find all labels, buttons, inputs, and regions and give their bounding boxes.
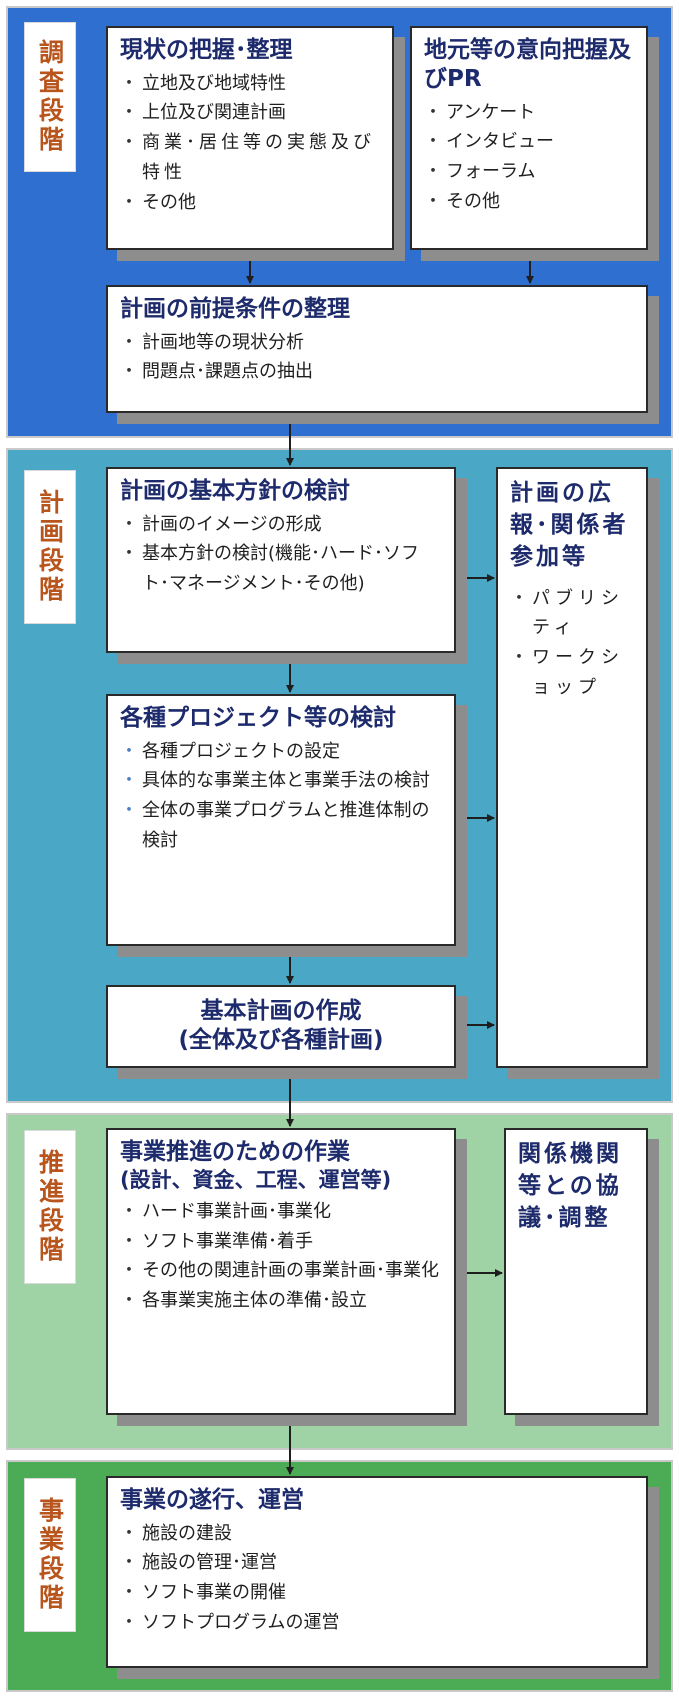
list-item: その他: [120, 188, 380, 218]
list-item: 基本方針の検討(機能･ハード･ソフト･マネージメント･その他): [120, 539, 442, 598]
list-item: パブリシティ: [510, 584, 634, 643]
list-item: フォーラム: [424, 157, 634, 187]
basic-policy-box: 計画の基本方針の検討 計画のイメージの形成 基本方針の検討(機能･ハード･ソフト…: [106, 467, 456, 653]
list-item: その他: [424, 187, 634, 217]
local-intent-list: アンケート インタビュー フォーラム その他: [424, 98, 634, 217]
projects-title: 各種プロジェクト等の検討: [120, 705, 396, 731]
publicity-title: 計画の広報･関係者参加等: [510, 480, 629, 571]
operation-list: 施設の建設 施設の管理･運営 ソフト事業の開催 ソフトプログラムの運営: [120, 1519, 634, 1638]
list-item: 上位及び関連計画: [120, 98, 380, 128]
basic-policy-list: 計画のイメージの形成 基本方針の検討(機能･ハード･ソフト･マネージメント･その…: [120, 510, 442, 599]
current-state-list: 立地及び地域特性 上位及び関連計画 商業･居住等の実態及び特性 その他: [120, 69, 380, 217]
publicity-box: 計画の広報･関係者参加等 パブリシティ ワークショップ: [496, 467, 648, 1068]
promotion-work-title: 事業推進のための作業: [120, 1139, 350, 1165]
promotion-work-box: 事業推進のための作業 (設計、資金、工程、運営等) ハード事業計画･事業化 ソフ…: [106, 1128, 456, 1415]
promotion-work-subtitle: (設計、資金、工程、運営等): [120, 1167, 392, 1192]
list-item: ソフトプログラムの運営: [120, 1608, 634, 1638]
basic-policy-title: 計画の基本方針の検討: [120, 478, 350, 504]
list-item: 各事業実施主体の準備･設立: [120, 1286, 442, 1316]
basic-plan-subtitle: (全体及び各種計画): [178, 1026, 384, 1053]
current-state-title: 現状の把握･整理: [120, 37, 293, 63]
list-item: ソフト事業準備･着手: [120, 1227, 442, 1257]
publicity-list: パブリシティ ワークショップ: [510, 584, 634, 703]
list-item: 問題点･課題点の抽出: [120, 357, 634, 387]
consult-title: 関係機関等との協議･調整: [518, 1141, 622, 1232]
list-item: 施設の建設: [120, 1519, 634, 1549]
basic-plan-box: 基本計画の作成 (全体及び各種計画): [106, 985, 456, 1068]
basic-plan-title: 基本計画の作成: [200, 998, 362, 1024]
operation-title: 事業の遂行、運営: [120, 1487, 304, 1513]
list-item: ソフト事業の開催: [120, 1578, 634, 1608]
list-item: 具体的な事業主体と事業手法の検討: [120, 766, 442, 796]
list-item: 全体の事業プログラムと推進体制の検討: [120, 796, 442, 855]
planning-stage-label: 計画段階: [24, 470, 76, 624]
premise-box: 計画の前提条件の整理 計画地等の現状分析 問題点･課題点の抽出: [106, 285, 648, 413]
list-item: 立地及び地域特性: [120, 69, 380, 99]
local-intent-title: 地元等の意向把握及びPR: [424, 37, 631, 92]
projects-box: 各種プロジェクト等の検討 各種プロジェクトの設定 具体的な事業主体と事業手法の検…: [106, 694, 456, 946]
premise-list: 計画地等の現状分析 問題点･課題点の抽出: [120, 328, 634, 387]
promotion-work-list: ハード事業計画･事業化 ソフト事業準備･着手 その他の関連計画の事業計画･事業化…: [120, 1197, 442, 1316]
list-item: ワークショップ: [510, 643, 634, 702]
operation-box: 事業の遂行、運営 施設の建設 施設の管理･運営 ソフト事業の開催 ソフトプログラ…: [106, 1476, 648, 1668]
list-item: 計画地等の現状分析: [120, 328, 634, 358]
list-item: インタビュー: [424, 127, 634, 157]
list-item: ハード事業計画･事業化: [120, 1197, 442, 1227]
list-item: 施設の管理･運営: [120, 1548, 634, 1578]
consult-box: 関係機関等との協議･調整: [504, 1128, 648, 1415]
local-intent-box: 地元等の意向把握及びPR アンケート インタビュー フォーラム その他: [410, 26, 648, 250]
projects-list: 各種プロジェクトの設定 具体的な事業主体と事業手法の検討 全体の事業プログラムと…: [120, 737, 442, 856]
list-item: 商業･居住等の実態及び特性: [120, 128, 380, 187]
list-item: その他の関連計画の事業計画･事業化: [120, 1256, 442, 1286]
promotion-stage-label: 推進段階: [24, 1130, 76, 1284]
list-item: 計画のイメージの形成: [120, 510, 442, 540]
survey-stage-label: 調査段階: [24, 22, 76, 172]
list-item: 各種プロジェクトの設定: [120, 737, 442, 767]
current-state-box: 現状の把握･整理 立地及び地域特性 上位及び関連計画 商業･居住等の実態及び特性…: [106, 26, 394, 250]
business-stage-label: 事業段階: [24, 1478, 76, 1632]
premise-title: 計画の前提条件の整理: [120, 296, 350, 322]
list-item: アンケート: [424, 98, 634, 128]
